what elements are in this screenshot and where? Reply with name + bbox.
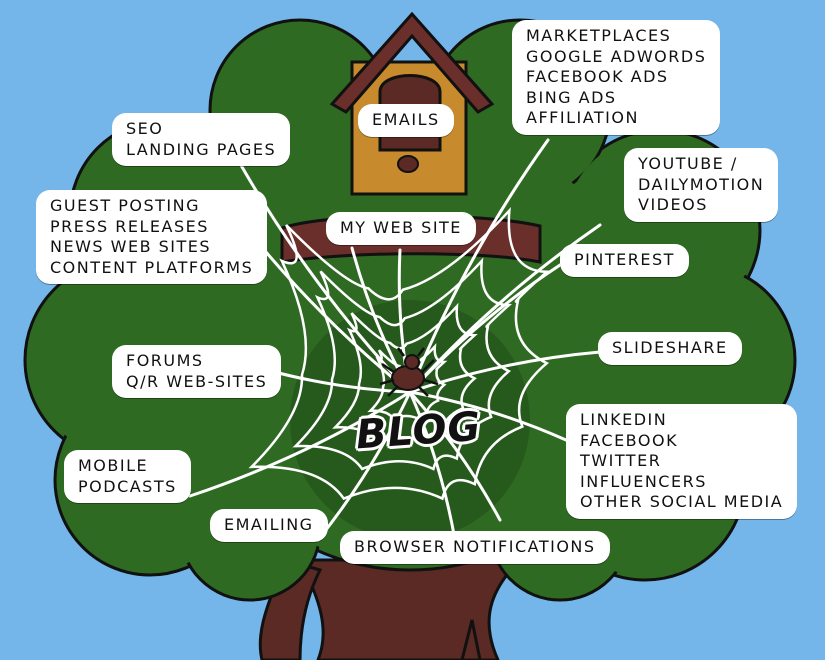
node-line: GUEST POSTING (50, 196, 200, 215)
node-line: LANDING PAGES (126, 139, 277, 159)
node-line: PRESS RELEASES (50, 216, 209, 236)
node-my-web-site: MY WEB SITE (326, 212, 476, 245)
node-line: TWITTER (580, 451, 662, 470)
node-emails: EMAILS (358, 104, 454, 137)
node-line: DAILYMOTION (638, 174, 765, 194)
node-line: EMAILS (372, 110, 440, 129)
node-line: Q/R WEB-SITES (126, 371, 268, 391)
spider-icon (379, 347, 439, 397)
node-line: CONTENT PLATFORMS (50, 257, 254, 277)
node-line: MARKETPLACES (526, 26, 672, 45)
node-line: LINKEDIN (580, 410, 668, 429)
node-slideshare: SLIDESHARE (598, 332, 742, 365)
node-line: SEO (126, 119, 164, 138)
blog-label: BLOG (354, 403, 483, 459)
node-line: MOBILE (78, 456, 149, 475)
node-pinterest: PINTEREST (560, 244, 689, 277)
node-line: YOUTUBE / (638, 154, 738, 173)
tree-trunk (297, 558, 524, 660)
node-line: MY WEB SITE (340, 218, 462, 237)
node-line: FORUMS (126, 351, 204, 370)
node-line: OTHER SOCIAL MEDIA (580, 492, 784, 511)
node-line: FACEBOOK ADS (526, 67, 669, 86)
node-line: PINTEREST (574, 250, 675, 269)
node-emailing: EMAILING (210, 509, 328, 542)
node-line: AFFILIATION (526, 108, 639, 127)
node-line: SLIDESHARE (612, 338, 728, 357)
node-line: INFLUENCERS (580, 471, 707, 491)
trunk-crack (460, 619, 482, 660)
node-line: FACEBOOK (580, 430, 679, 450)
foliage-shading (290, 300, 530, 540)
node-line: NEWS WEB SITES (50, 237, 212, 256)
node-browser-notifications: BROWSER NOTIFICATIONS (340, 531, 610, 564)
node-line: VIDEOS (638, 195, 708, 214)
node-line: BROWSER NOTIFICATIONS (354, 537, 596, 556)
node-line: PODCASTS (78, 476, 177, 496)
node-line: BING ADS (526, 87, 617, 107)
node-line: GOOGLE ADWORDS (526, 46, 707, 66)
node-line: EMAILING (224, 515, 314, 534)
